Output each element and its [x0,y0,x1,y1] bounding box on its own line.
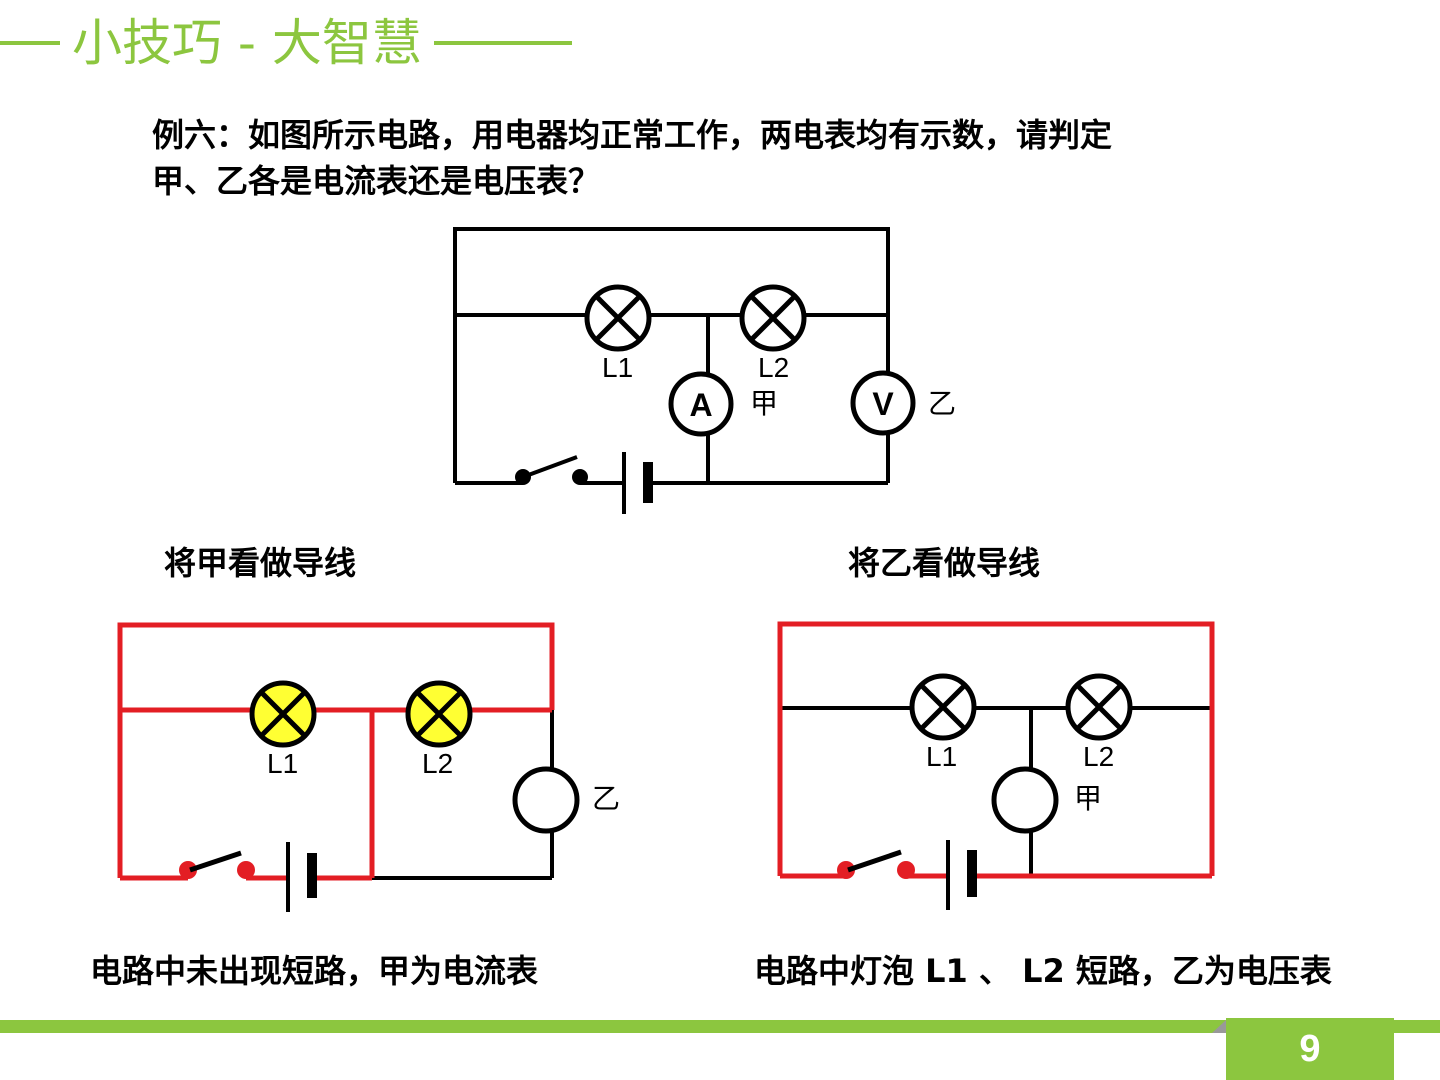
voltmeter-symbol: V [872,386,894,422]
left-caption: 将甲看做导线 [164,544,357,582]
left-meter-label: 乙 [592,783,620,814]
left-wire-top-red [117,622,555,710]
switch-contact-icon [837,861,855,879]
switch-lever-icon [522,455,578,479]
main-voltmeter: V [850,370,916,436]
main-switch [515,455,588,485]
switch-contact-icon [897,861,915,879]
right-battery [946,840,977,910]
right-lamp-l2 [1065,673,1133,741]
page-number: 9 [1226,1018,1394,1080]
left-lamp1-label: L1 [267,748,298,779]
question-line-2: 甲、乙各是电流表还是电压表？ [152,162,601,200]
main-lamp2-label: L2 [758,352,789,383]
left-conclusion: 电路中未出现短路，甲为电流表 [90,952,539,990]
right-meter-icon [991,766,1059,834]
right-lamp2-label: L2 [1083,741,1114,772]
switch-lever-icon [847,849,902,873]
voltmeter-icon [850,370,916,436]
right-caption: 将乙看做导线 [848,544,1041,582]
question-text: 例六：如图所示电路，用电器均正常工作，两电表均有示数，请判定 甲、乙各是电流表还… [152,112,1272,204]
main-lamp1-label: L1 [602,352,633,383]
page-fold-icon [1212,1020,1226,1033]
main-wire-outer-top [453,227,890,313]
right-lamp1-label: L1 [926,741,957,772]
left-lamp-l2 [405,680,473,748]
left-lamp2-label: L2 [422,748,453,779]
right-lamp-l1 [909,673,977,741]
main-circuit [453,227,890,485]
title-right-rule [433,41,572,45]
switch-contact-icon [237,861,255,879]
switch-contact-icon [179,861,197,879]
main-battery [622,452,653,514]
right-meter-label: 甲 [1074,783,1102,814]
left-battery [286,842,317,912]
title-text: 小技巧 - 大智慧 [72,14,422,72]
right-switch [837,849,915,879]
left-switch [179,850,255,879]
ammeter-icon [668,371,734,437]
ammeter-symbol: A [689,387,712,423]
meter-jia-label: 甲 [750,388,778,419]
switch-contact-icon [572,469,588,485]
main-ammeter: A [668,371,734,437]
right-conclusion: 电路中灯泡 L1 、 L2 短路，乙为电压表 [754,952,1332,990]
left-lamp-l1 [249,680,317,748]
left-circuit [117,622,555,881]
slide-title: 小技巧 - 大智慧 [0,8,620,78]
meter-yi-label: 乙 [928,388,956,419]
question-line-1: 例六：如图所示电路，用电器均正常工作，两电表均有示数，请判定 [152,116,1113,154]
left-meter-icon [512,766,580,834]
right-circuit [777,621,1215,879]
main-lamp-l2 [739,284,807,352]
switch-lever-icon [189,850,242,873]
main-lamp-l1 [584,284,652,352]
title-left-rule [0,41,60,45]
right-wire-outer-red [777,621,1215,876]
footer-bar [0,1020,1440,1033]
